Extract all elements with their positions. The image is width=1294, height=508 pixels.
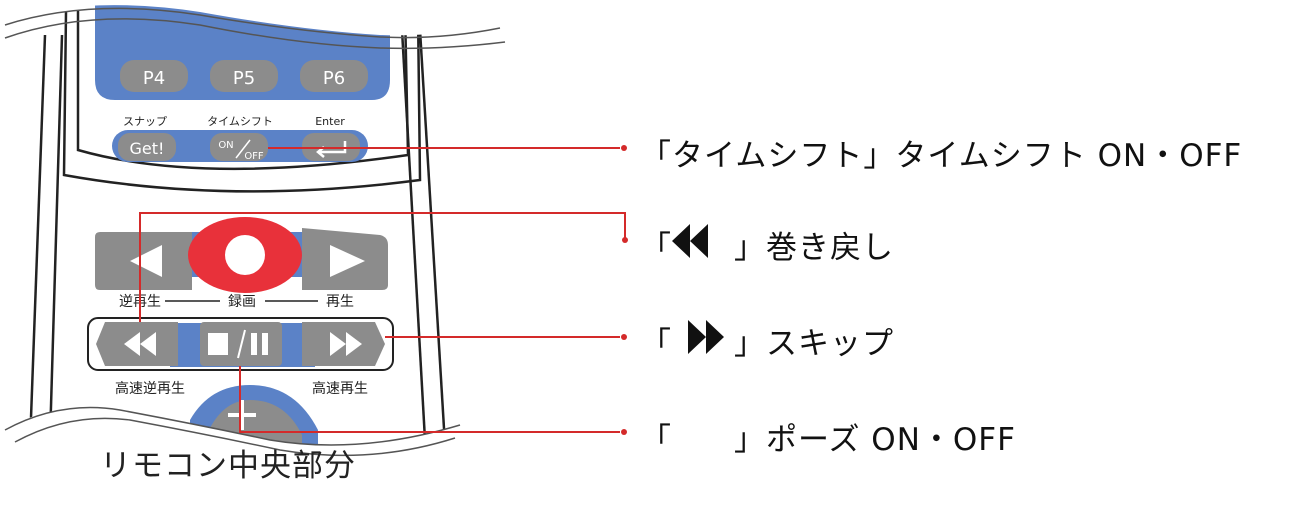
callout-line-pause [239, 366, 620, 433]
callout-rewind-text: 巻き戻し [766, 230, 894, 266]
top-torn-edge [0, 0, 520, 36]
callout-timeshift-open: 「 [640, 138, 672, 174]
label-snap: スナップ [123, 115, 167, 128]
reverse-play-icon [130, 245, 162, 277]
label-timeshift: タイムシフト [207, 115, 273, 128]
callout-skip-text: スキップ [766, 326, 894, 362]
timeshift-off-label: OFF [244, 151, 264, 162]
pause-icon-right [262, 333, 268, 355]
callout-rewind-close: 」 [734, 230, 766, 266]
preset-label-p4: P4 [143, 68, 165, 89]
label-play: 再生 [326, 294, 354, 310]
callout-skip-icon [688, 320, 724, 354]
callout-skip-close: 」 [734, 326, 766, 362]
callout-pause-text: ポーズ ON・OFF [766, 422, 1016, 458]
reverse-play-button[interactable] [95, 232, 192, 290]
callout-dots [621, 145, 628, 435]
label-record: 録画 [228, 294, 256, 310]
callout-lines [139, 147, 626, 433]
preset-label-p5: P5 [233, 68, 255, 89]
callout-timeshift-text: タイムシフト」タイムシフト ON・OFF [672, 138, 1243, 174]
preset-button-p5[interactable]: P5 [210, 60, 278, 92]
skip-button[interactable] [302, 322, 385, 366]
callout-line-rewind [139, 212, 626, 322]
play-button[interactable] [302, 228, 388, 290]
skip-icon [330, 332, 362, 356]
get-button-label: Get! [130, 139, 165, 158]
play-icon [330, 245, 365, 277]
callout-pause-open: 「 [640, 422, 672, 458]
callout-skip-open: 「 [640, 326, 672, 362]
callout-timeshift: 「タイムシフト」タイムシフト ON・OFF [640, 130, 1242, 175]
preset-label-p6: P6 [323, 68, 345, 89]
record-row-labels: 逆再生 録画 再生 [119, 294, 354, 310]
record-icon [225, 235, 265, 275]
callout-rewind-icon [672, 224, 708, 258]
record-button[interactable] [188, 217, 302, 293]
callout-skip: 「 」スキップ [640, 318, 894, 363]
callout-pause: 「 」ポーズ ON・OFF [640, 414, 1016, 459]
get-button[interactable]: Get! [118, 133, 176, 161]
stop-icon [208, 333, 228, 355]
label-enter: Enter [315, 115, 345, 128]
callout-pause-close: 」 [734, 422, 766, 458]
callout-rewind-open: 「 [640, 230, 672, 266]
callout-rewind: 「 」巻き戻し [640, 222, 894, 267]
timeshift-on-label: ON [218, 140, 233, 151]
fast-reverse-button[interactable] [96, 322, 178, 366]
diagram-caption: リモコン中央部分 [100, 448, 356, 484]
fast-reverse-icon [124, 332, 156, 356]
pause-button[interactable] [200, 322, 282, 366]
timeshift-button[interactable]: ON OFF [210, 133, 268, 162]
pause-icon-left [251, 333, 257, 355]
preset-button-p6[interactable]: P6 [300, 60, 368, 92]
bottom-torn-edge [0, 407, 470, 504]
preset-button-p4[interactable]: P4 [120, 60, 188, 92]
label-fast-reverse: 高速逆再生 [115, 380, 185, 397]
label-fast-play: 高速再生 [312, 380, 368, 397]
